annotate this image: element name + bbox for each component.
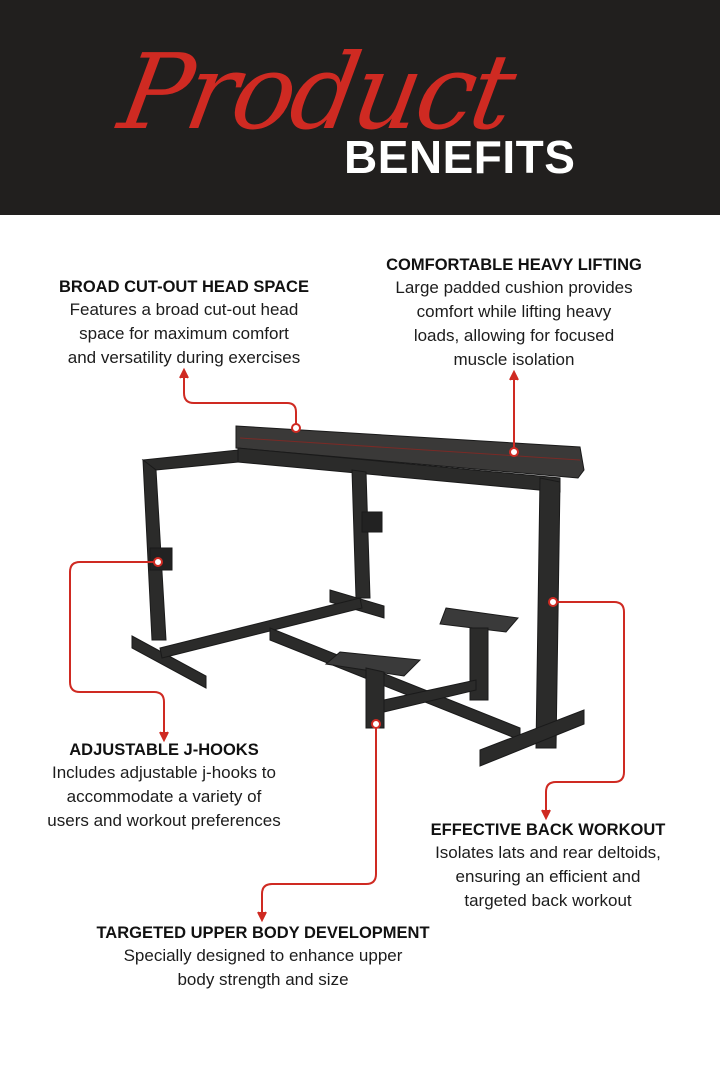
benefit-line: ensuring an efficient and [455,867,641,886]
benefit-line: muscle isolation [453,350,575,369]
benefit-title: BROAD CUT-OUT HEAD SPACE [59,278,309,296]
page-title: BENEFITS [344,131,576,183]
benefit-title: ADJUSTABLE J-HOOKS [69,741,259,759]
benefit-line: space for maximum comfort [79,324,289,343]
benefit-line: users and workout preferences [47,811,281,830]
bench-image [131,425,585,767]
benefit-line: comfort while lifting heavy [416,302,612,321]
benefit-back-workout: EFFECTIVE BACK WORKOUT Isolates lats and… [412,819,684,913]
benefit-title: EFFECTIVE BACK WORKOUT [430,821,666,839]
benefit-line: Includes adjustable j-hooks to [52,763,276,782]
benefit-head-space: BROAD CUT-OUT HEAD SPACE Features a broa… [44,276,324,370]
benefit-heavy-lifting: COMFORTABLE HEAVY LIFTING Large padded c… [368,254,660,372]
benefit-line: and versatility during exercises [67,348,301,367]
benefit-line: accommodate a variety of [66,787,262,806]
benefit-title: TARGETED UPPER BODY DEVELOPMENT [96,924,430,942]
benefit-j-hooks: ADJUSTABLE J-HOOKS Includes adjustable j… [24,739,304,833]
benefit-line: Large padded cushion provides [395,278,633,297]
benefit-line: targeted back workout [464,891,632,910]
benefit-line: Isolates lats and rear deltoids, [435,843,661,862]
header-banner: Product BENEFITS [0,0,720,215]
benefit-upper-body: TARGETED UPPER BODY DEVELOPMENT Speciall… [84,922,442,992]
benefit-line: loads, allowing for focused [413,326,615,345]
callout-lines [69,367,625,923]
benefit-line: Specially designed to enhance upper [123,946,403,965]
benefit-title: COMFORTABLE HEAVY LIFTING [386,256,642,274]
benefit-line: body strength and size [177,970,349,989]
benefit-line: Features a broad cut-out head [69,300,299,319]
